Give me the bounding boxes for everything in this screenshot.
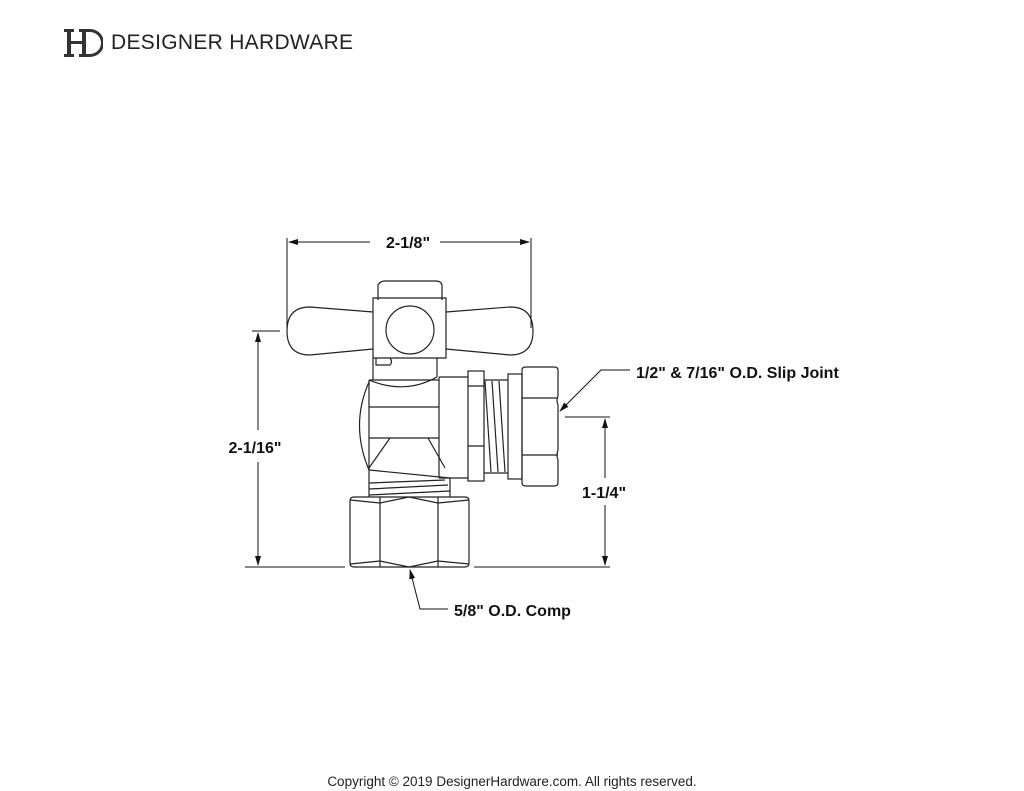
slip-joint-outlet — [439, 366, 559, 487]
outlet-callout-label: 1/2" & 7/16" O.D. Slip Joint — [636, 365, 839, 382]
brand-header: DESIGNER HARDWARE — [63, 26, 353, 60]
brand-name: DESIGNER HARDWARE — [111, 31, 354, 54]
valve-body — [358, 357, 451, 497]
copyright-notice: Copyright © 2019 DesignerHardware.com. A… — [327, 774, 697, 789]
inlet-callout-label: 5/8" O.D. Comp — [454, 603, 571, 620]
dh-logo-icon — [64, 29, 103, 57]
compression-inlet-nut — [349, 496, 470, 568]
cross-handle — [286, 280, 534, 359]
width-dimension-label: 2-1/8" — [386, 235, 430, 252]
height-dimension-label: 2-1/16" — [229, 440, 282, 457]
outlet-height-dimension-label: 1-1/4" — [582, 485, 626, 502]
